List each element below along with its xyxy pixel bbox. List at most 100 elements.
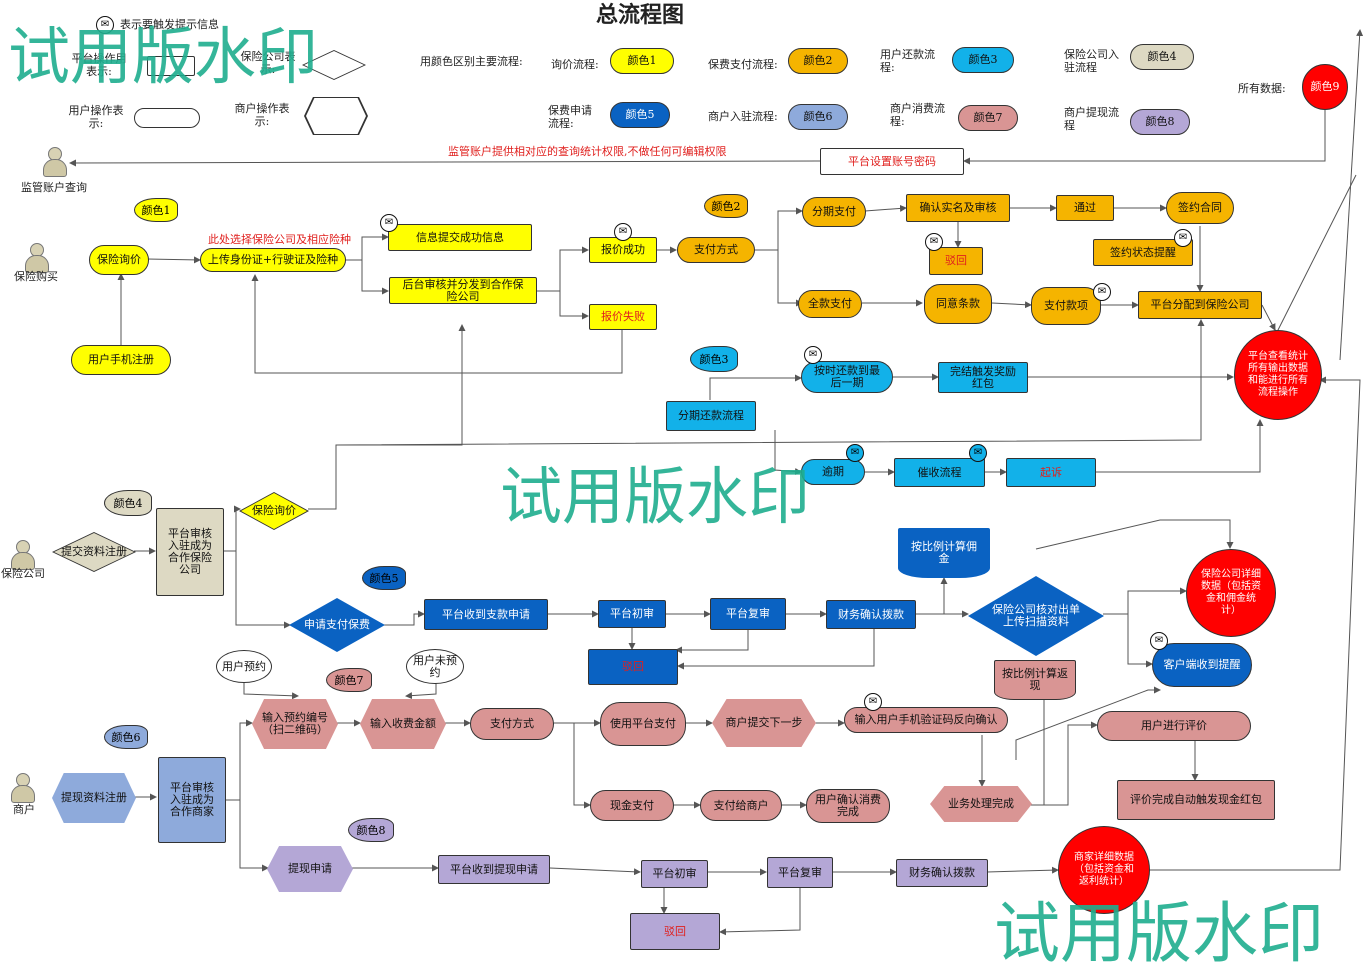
legend-color-intro: 用颜色区别主要流程: xyxy=(420,55,523,68)
node-withdraw: 提现申请 xyxy=(267,846,353,892)
legend-user-op-label: 用户操作表 示: xyxy=(68,104,124,130)
node-reject2: 驳回 xyxy=(588,649,678,685)
node-inquiry: 保险询价 xyxy=(89,245,149,275)
node-platform-account: 平台设置账号密码 xyxy=(820,148,964,175)
legend-platform-op-label: 平台操作用 表示: xyxy=(71,52,127,78)
watermark-center: 试用版水印 xyxy=(500,460,811,533)
legend-mail-note: 表示要触发提示信息 xyxy=(120,18,219,31)
node-pay-method2: 支付方式 xyxy=(470,708,554,740)
node-merchant-reg: 提现资料注册 xyxy=(52,773,136,823)
node-quote-ok: 报价成功 xyxy=(589,237,657,263)
legend-all-data-tag: 颜色9 xyxy=(1302,64,1348,110)
node-eval-reward: 评价完成自动触发现金红包 xyxy=(1117,780,1275,820)
legend-merchant-shape-fill xyxy=(306,98,366,134)
legend-flow-label: 保费申请 流程: xyxy=(548,104,592,130)
node-pay-merchant: 支付给商户 xyxy=(700,790,782,821)
node-user-book: 用户预约 xyxy=(216,650,272,683)
legend-flow-tag: 颜色6 xyxy=(788,104,848,130)
legend-user-shape xyxy=(134,108,200,128)
node-merchant-next: 商户提交下一步 xyxy=(712,699,816,747)
node-reject1: 驳回 xyxy=(929,247,983,275)
tag-color4: 颜色4 xyxy=(104,490,152,516)
legend-flow-tag: 颜色5 xyxy=(610,102,670,128)
node-backend-review: 后台审核并分发到合作保 险公司 xyxy=(389,277,537,304)
tag-color1: 颜色1 xyxy=(134,198,178,222)
mail-icon-overdue: ✉ xyxy=(846,444,864,462)
node-reward: 完结触发奖励 红包 xyxy=(938,362,1028,393)
node-finance2: 财务确认拨款 xyxy=(896,859,988,887)
node-allocate: 平台分配到保险公司 xyxy=(1138,291,1262,319)
node-first-review: 平台初审 xyxy=(598,600,666,628)
node-upload: 上传身份证+行驶证及险种 xyxy=(200,248,346,272)
node-ratio-return: 按比例计算返 现 xyxy=(994,660,1076,700)
mail-icon-pay-money: ✉ xyxy=(1093,283,1111,301)
node-input-amount: 输入收费金额 xyxy=(360,699,446,749)
node-cash-pay: 现金支付 xyxy=(590,790,674,821)
node-user-nobook: 用户未预 约 xyxy=(406,649,464,684)
node-insurer-audit: 平台审核 入驻成为 合作保险 公司 xyxy=(156,508,224,596)
node-repay-flow: 分期还款流程 xyxy=(666,401,756,431)
node-input-book: 输入预约编号 （扫二维码） xyxy=(252,699,338,749)
actor-supervisor: 监管账户查询 xyxy=(21,181,87,194)
node-business-done: 业务处理完成 xyxy=(930,786,1032,822)
legend-flow-tag: 颜色8 xyxy=(1130,109,1190,135)
mail-icon-quote-ok: ✉ xyxy=(614,223,632,241)
node-user-confirm: 用户确认消费 完成 xyxy=(806,789,890,823)
node-full-pay: 全款支付 xyxy=(798,290,862,318)
node-second-review: 平台复审 xyxy=(710,598,786,630)
node-platform-pay: 使用平台支付 xyxy=(600,702,686,746)
tag-color2: 颜色2 xyxy=(704,194,748,218)
watermark-top-left: 试用版水印 xyxy=(8,20,319,93)
legend-flow-label: 保险公司入 驻流程 xyxy=(1064,48,1119,74)
supervisor-note: 监管账户提供相对应的查询统计权限,不做任何可编辑权限 xyxy=(448,145,727,158)
mail-icon-reject1: ✉ xyxy=(925,233,943,251)
legend-platform-shape xyxy=(147,56,195,76)
node-first-review2: 平台初审 xyxy=(641,860,708,888)
legend-flow-tag: 颜色4 xyxy=(1130,44,1194,70)
mail-icon-collect: ✉ xyxy=(969,444,987,462)
legend-flow-tag: 颜色2 xyxy=(788,48,848,74)
tag-color3: 颜色3 xyxy=(690,346,738,372)
node-submit-ok: 信息提交成功信息 xyxy=(388,224,532,251)
node-reject3: 驳回 xyxy=(630,913,720,950)
legend-all-data-label: 所有数据: xyxy=(1238,82,1286,95)
mail-icon-submit-ok: ✉ xyxy=(380,214,398,232)
node-finance: 财务确认拨款 xyxy=(826,600,916,629)
actor-merchant: 商户 xyxy=(13,803,35,816)
mail-icon-sign-notice: ✉ xyxy=(1174,229,1192,247)
node-pay-method: 支付方式 xyxy=(677,237,755,263)
node-phone-reg: 用户手机注册 xyxy=(71,345,171,375)
page-title: 总流程图 xyxy=(595,2,684,28)
legend-flow-tag: 颜色1 xyxy=(610,48,674,74)
node-platform-all: 平台查看统计 所有输出数据 和能进行所有 流程操作 xyxy=(1234,330,1322,420)
node-quote-fail: 报价失败 xyxy=(589,304,657,330)
mail-icon: ✉ xyxy=(96,16,114,34)
node-ratio-calc: 按比例计算佣 金 xyxy=(898,528,990,578)
legend-flow-label: 商户提现流 程 xyxy=(1064,106,1119,132)
mail-icon-input-code: ✉ xyxy=(864,693,882,711)
tag-color5: 颜色5 xyxy=(362,566,406,590)
supervisor-person-icon xyxy=(42,147,67,177)
node-ontime: 按时还款到最 后一期 xyxy=(801,361,893,393)
actor-insurance-buy: 保险购买 xyxy=(14,270,58,283)
node-verify: 确认实名及审核 xyxy=(906,194,1010,222)
actor-insurer: 保险公司 xyxy=(1,567,45,580)
insurance-buyer-person-icon xyxy=(24,243,49,273)
mail-icon-client-notice: ✉ xyxy=(1150,632,1168,650)
node-merchant-detail: 商家详细数据 （包括资金和 返利统计） xyxy=(1058,826,1150,914)
node-insurer-detail: 保险公司详细 数据（包括资 金和佣金统 计） xyxy=(1186,549,1276,637)
node-sign-notice: 签约状态提醒 xyxy=(1093,239,1193,266)
merchant-person-icon xyxy=(10,773,35,803)
node-client-notice: 客户端收到提醒 xyxy=(1152,643,1252,687)
legend-flow-label: 用户还款流 程: xyxy=(880,48,935,74)
watermark-bottom-right: 试用版水印 xyxy=(994,895,1324,972)
mail-icon-ontime: ✉ xyxy=(804,346,822,364)
node-sign: 签约合同 xyxy=(1166,192,1234,224)
node-collect: 催收流程 xyxy=(894,458,985,487)
choose-note: 此处选择保险公司及相应险种 xyxy=(208,233,351,246)
node-sue: 起诉 xyxy=(1006,458,1096,487)
node-input-code: 输入用户手机验证码反向确认 xyxy=(844,707,1008,733)
insurer-person-icon xyxy=(10,540,35,570)
